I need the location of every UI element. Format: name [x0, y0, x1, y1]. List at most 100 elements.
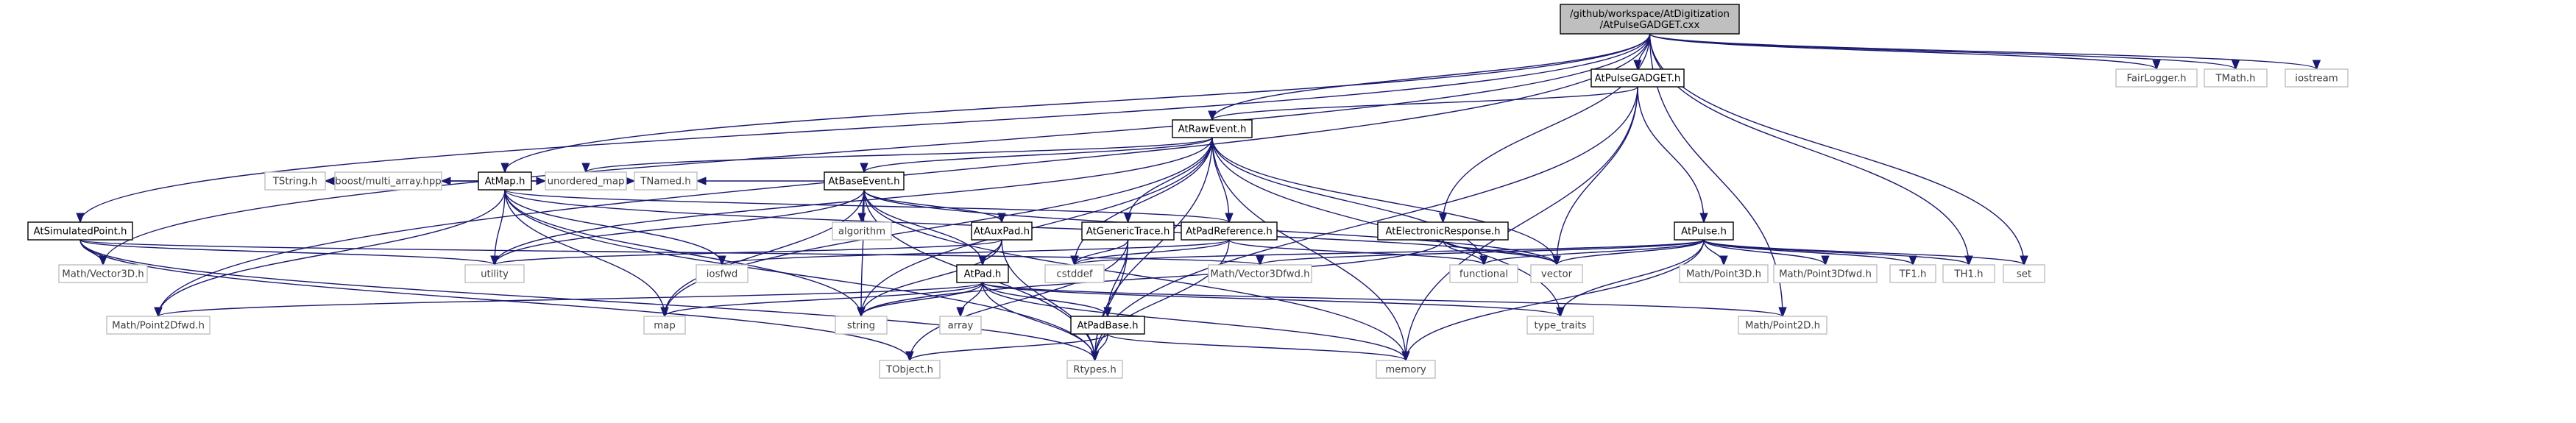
node-MathVector3Dfwd-label: Math/Vector3Dfwd.h: [1210, 269, 1309, 280]
node-iosfwd-box: [696, 264, 749, 283]
node-Rtypes-box: [1066, 360, 1123, 379]
node-MathVector3D-box: [58, 264, 148, 283]
node-memory-label: memory: [1385, 365, 1426, 376]
node-root-label: /github/workspace/AtDigitization: [1570, 9, 1730, 20]
node-AtBaseEvent-box: [824, 171, 905, 191]
node-AtRawEvent-box: [1172, 119, 1253, 138]
node-AtSimulatedPoint-box: [27, 221, 133, 241]
edge-AtPulse-to-TF1: [1703, 239, 1913, 266]
node-unordered_map: unordered_map: [545, 171, 627, 191]
node-TMath-box: [2204, 68, 2268, 88]
node-AtPulseGADGET-box: [1590, 68, 1685, 88]
node-iostream: iostream: [2285, 68, 2349, 88]
edge-AtMap-to-iosfwd: [504, 189, 722, 266]
node-AtPadBase[interactable]: AtPadBase.h: [1070, 316, 1145, 335]
edge-AtRawEvent-to-string: [861, 137, 1213, 316]
node-AtPad-box: [956, 264, 1009, 283]
edge-root-to-AtElectronicResponse: [1443, 33, 1651, 222]
node-functional: functional: [1449, 264, 1518, 283]
edge-AtPulse-to-memory: [1406, 239, 1705, 360]
edge-AtPadReference-to-cstddef: [1075, 239, 1230, 266]
node-MathPoint2Dfwd-label: Math/Point2Dfwd.h: [112, 321, 205, 332]
node-AtElectronicResponse[interactable]: AtElectronicResponse.h: [1377, 221, 1509, 241]
edge-AtPad-to-map: [665, 282, 983, 317]
node-TH1: TH1.h: [1942, 264, 1995, 283]
edge-AtRawEvent-to-AtGenericTrace: [1128, 137, 1213, 222]
node-array-label: array: [948, 321, 974, 332]
node-set: set: [2003, 264, 2045, 283]
node-algorithm-box: [832, 221, 892, 241]
node-AtGenericTrace[interactable]: AtGenericTrace.h: [1081, 221, 1175, 241]
edge-AtElectronicResponse-to-vector: [1442, 239, 1557, 266]
node-AtPadReference[interactable]: AtPadReference.h: [1181, 221, 1278, 241]
edge-AtPad-to-MathPoint2Dfwd: [158, 282, 983, 317]
node-boost-box: [334, 171, 442, 191]
node-AtPad[interactable]: AtPad.h: [956, 264, 1009, 283]
header-nodes: /github/workspace/AtDigitization/AtPulse…: [27, 4, 2349, 379]
edge-root-to-AtRawEvent: [1212, 33, 1651, 121]
node-root[interactable]: /github/workspace/AtDigitization/AtPulse…: [1560, 4, 1740, 35]
edge-AtSimulatedPoint-to-Rtypes: [79, 239, 1095, 360]
node-AtPadBase-box: [1070, 316, 1145, 335]
edge-AtPadBase-to-Rtypes: [1095, 333, 1108, 361]
edge-AtMap-to-MathPoint2Dfwd: [158, 189, 506, 316]
node-AtMap[interactable]: AtMap.h: [478, 171, 532, 191]
edge-AtSimulatedPoint-to-utility: [79, 239, 495, 266]
node-AtPadBase-label: AtPadBase.h: [1077, 321, 1138, 332]
node-TF1-label: TF1.h: [1899, 269, 1927, 280]
node-AtPulseGADGET-label: AtPulseGADGET.h: [1595, 74, 1681, 85]
node-AtBaseEvent-label: AtBaseEvent.h: [828, 177, 899, 188]
node-FairLogger-box: [2115, 68, 2198, 88]
node-AtBaseEvent[interactable]: AtBaseEvent.h: [824, 171, 905, 191]
node-AtPulse[interactable]: AtPulse.h: [1674, 221, 1734, 241]
node-iosfwd-label: iosfwd: [707, 269, 738, 280]
edge-AtRawEvent-to-functional: [1211, 137, 1484, 265]
node-string-label: string: [847, 321, 875, 332]
node-string: string: [835, 316, 888, 335]
node-iostream-box: [2285, 68, 2349, 88]
edge-root-to-MathVector3D: [103, 33, 1651, 265]
node-AtAuxPad[interactable]: AtAuxPad.h: [971, 221, 1033, 241]
edge-AtPad-to-AtPadBase: [982, 282, 1108, 317]
edge-AtPad-to-type_traits: [982, 282, 1560, 317]
edge-AtPadReference-to-Rtypes: [1095, 239, 1230, 360]
node-AtPulseGADGET[interactable]: AtPulseGADGET.h: [1590, 68, 1685, 88]
edge-AtElectronicResponse-to-string: [861, 239, 1444, 317]
node-TString-box: [264, 171, 326, 191]
node-type_traits-label: type_traits: [1534, 321, 1586, 332]
edge-AtPulseGADGET-to-AtPulse: [1637, 86, 1704, 222]
edge-AtPulse-to-set: [1703, 239, 2024, 266]
node-AtPulse-box: [1674, 221, 1734, 241]
node-TObject: TObject.h: [879, 360, 941, 379]
node-string-box: [835, 316, 888, 335]
edge-AtPad-to-Rtypes: [982, 282, 1095, 360]
edge-root-to-FairLogger: [1649, 33, 2157, 70]
edge-AtGenericTrace-to-Rtypes: [1095, 239, 1129, 360]
node-map: map: [643, 316, 686, 335]
edge-AtRawEvent-to-cstddef: [1075, 137, 1213, 265]
node-memory-box: [1376, 360, 1436, 379]
node-AtElectronicResponse-label: AtElectronicResponse.h: [1385, 227, 1500, 238]
node-algorithm-label: algorithm: [838, 227, 885, 238]
edge-AtBaseEvent-to-memory: [863, 189, 1406, 360]
node-set-label: set: [2017, 269, 2031, 280]
edge-AtPadBase-to-memory: [1107, 333, 1406, 361]
node-MathPoint3D: Math/Point3D.h: [1679, 264, 1769, 283]
node-Rtypes-label: Rtypes.h: [1073, 365, 1117, 376]
node-AtRawEvent[interactable]: AtRawEvent.h: [1172, 119, 1253, 138]
edge-AtSimulatedPoint-to-TObject: [79, 239, 910, 360]
node-AtRawEvent-label: AtRawEvent.h: [1178, 124, 1247, 135]
node-Rtypes: Rtypes.h: [1066, 360, 1123, 379]
edge-AtRawEvent-to-utility: [495, 137, 1213, 265]
edge-AtPulse-to-cstddef: [1075, 239, 1705, 266]
node-unordered_map-label: unordered_map: [548, 177, 625, 188]
node-AtPad-label: AtPad.h: [964, 269, 1002, 280]
edge-AtPulse-to-MathPoint3Dfwd: [1703, 239, 1825, 266]
node-cstddef-label: cstddef: [1056, 269, 1093, 280]
edge-AtRawEvent-to-unordered_map: [586, 137, 1213, 173]
edge-AtPad-to-MathPoint2D: [982, 282, 1783, 317]
node-iosfwd: iosfwd: [696, 264, 749, 283]
edge-AtPadReference-to-functional: [1228, 239, 1484, 266]
node-AtSimulatedPoint[interactable]: AtSimulatedPoint.h: [27, 221, 133, 241]
